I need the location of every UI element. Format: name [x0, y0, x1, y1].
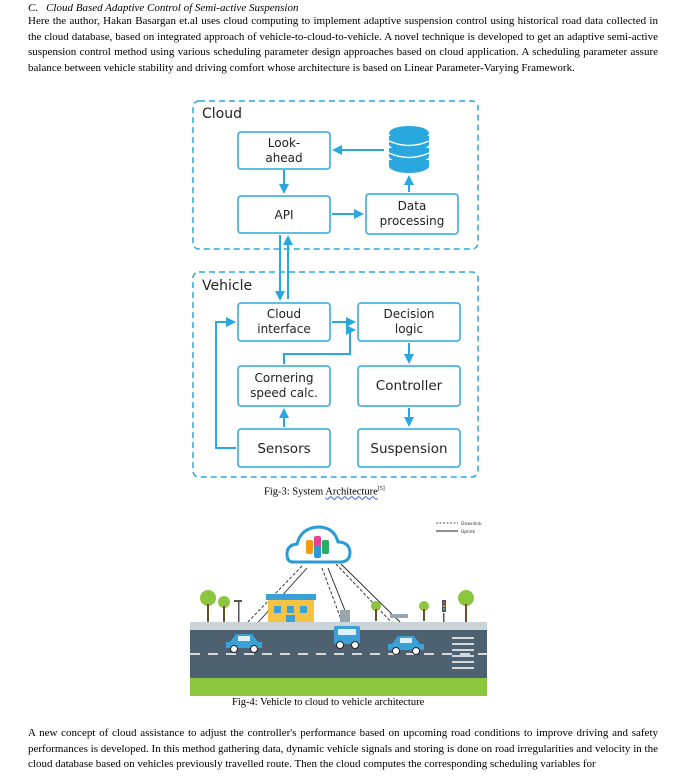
system-architecture-diagram: Cloud Vehicle Look- ahead API Data proce…: [192, 100, 479, 478]
database-icon: [389, 126, 429, 173]
cornering-label-1: Cornering: [255, 371, 314, 385]
data-processing-label-1: Data: [398, 199, 427, 213]
figure3-caption: Fig-3: System Architecture[5]: [264, 486, 385, 498]
controller-box: [357, 365, 461, 407]
sensors-box: [237, 428, 331, 468]
car-right: [388, 636, 424, 655]
cloud-interface-box: [237, 302, 331, 342]
cloud-group-label: Cloud: [202, 106, 242, 122]
data-processing-box: [365, 193, 459, 235]
paragraph-method: A new concept of cloud assistance to adj…: [28, 727, 658, 770]
decision-logic-label-2: logic: [395, 322, 423, 336]
suspension-label: Suspension: [370, 441, 447, 457]
sensors-label: Sensors: [257, 441, 310, 457]
cloud-group: [192, 100, 479, 250]
building: [266, 594, 316, 624]
cornering-speed-box: [237, 365, 331, 407]
legend-uplink: Uplink: [461, 529, 476, 535]
vehicle-group-label: Vehicle: [202, 278, 252, 294]
data-processing-label-2: processing: [380, 214, 445, 228]
cloud-interface-label-2: interface: [257, 322, 311, 336]
vehicle-group: [192, 271, 479, 478]
api-label: API: [275, 208, 294, 222]
lookahead-label-1: Look-: [268, 136, 300, 150]
paragraph-intro: Here the author, Hakan Basargan et.al us…: [28, 15, 658, 74]
legend: Downlink Uplink: [436, 521, 482, 535]
suspension-box: [357, 428, 461, 468]
cloud-interface-label-1: Cloud: [267, 307, 301, 321]
arrow-sensors-to-interface: [215, 317, 236, 449]
figure4-caption: Fig-4: Vehicle to cloud to vehicle archi…: [232, 697, 425, 708]
cloud-icon: [285, 525, 352, 564]
car-middle: [334, 626, 360, 649]
section-title: Cloud Based Adaptive Control of Semi-act…: [46, 2, 299, 14]
cornering-label-2: speed calc.: [250, 386, 318, 400]
controller-label: Controller: [376, 378, 443, 394]
car-left: [226, 634, 262, 653]
scenery: [200, 590, 474, 622]
api-box: [237, 195, 331, 234]
decision-logic-box: [357, 302, 461, 342]
arrow-cornering-to-decision: [283, 325, 356, 364]
section-heading: C. Cloud Based Adaptive Control of Semi-a…: [28, 2, 298, 14]
decision-logic-label-1: Decision: [383, 307, 434, 321]
legend-downlink: Downlink: [461, 521, 482, 527]
lookahead-label-2: ahead: [265, 151, 302, 165]
lookahead-box: [237, 131, 331, 170]
vehicle-cloud-illustration: Downlink Uplink: [190, 514, 487, 696]
section-number: C.: [28, 2, 39, 14]
